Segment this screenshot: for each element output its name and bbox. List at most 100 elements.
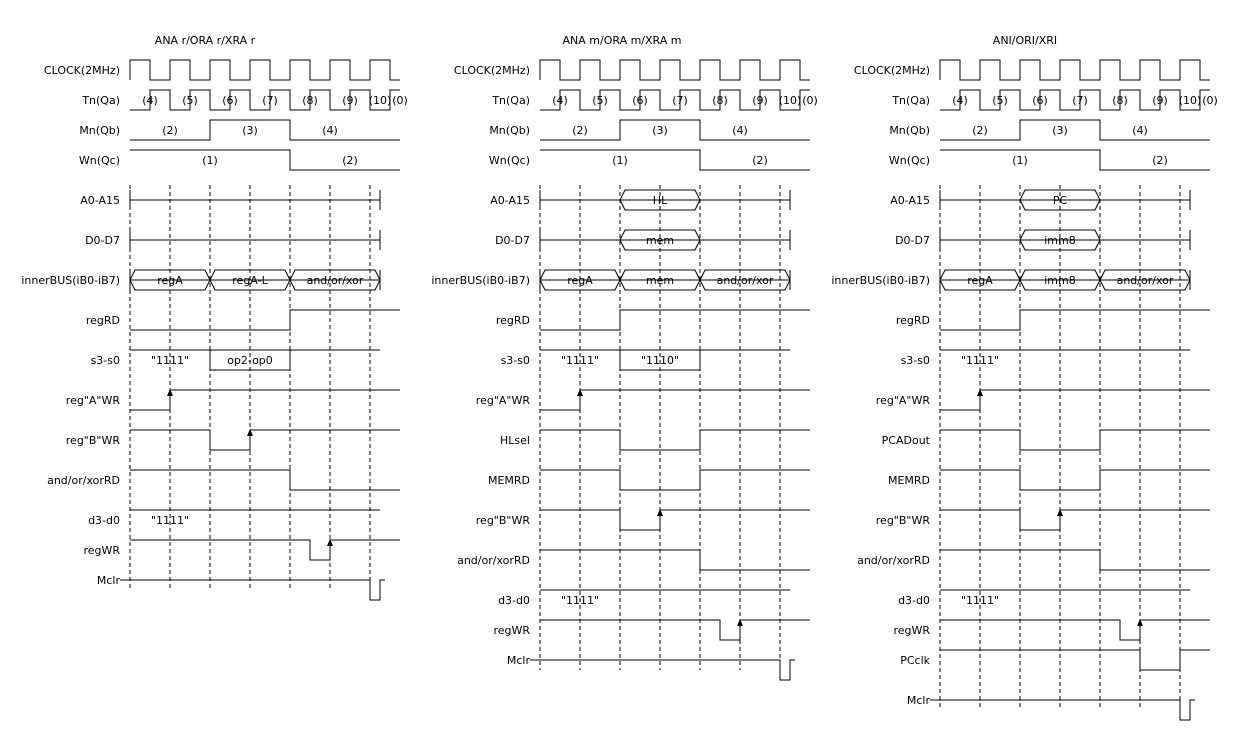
signal-waveform [130,469,400,491]
state-label: (2) [1152,154,1168,167]
grid-lines [129,185,371,590]
signal-label: CLOCK(2MHz) [44,64,120,77]
signal-label: reg"B"WR [476,514,531,527]
bus-value: regA [567,274,593,287]
signal-row: d3-d0"1111" [898,589,1190,607]
state-label: (2) [572,124,588,137]
grid-lines [539,185,781,670]
signal-row: s3-s0"1111" [901,349,1190,367]
state-label: (4) [322,124,338,137]
bus-value: "1111" [561,594,599,607]
signal-waveform [540,309,810,331]
state-label: (8) [1112,94,1128,107]
signal-waveform [940,149,1210,171]
state-label: (3) [242,124,258,137]
signal-label: PCclk [900,654,930,667]
signal-row: d3-d0"1111" [498,589,790,607]
signal-label: A0-A15 [80,194,120,207]
signal-row: regWR [493,619,810,641]
signal-label: reg"A"WR [66,394,121,407]
signal-waveform [540,619,810,641]
signal-row: Wn(Qc)(1)(2) [889,149,1210,171]
signal-waveform [540,89,810,111]
signal-label: reg"B"WR [876,514,931,527]
signal-label: and/or/xorRD [47,474,120,487]
bus-value: and/or/xor [307,274,364,287]
signal-label: HLsel [500,434,530,447]
timing-diagram-1: ANA r/ORA r/XRA rCLOCK(2MHz)Tn(Qa)(4)(5)… [21,34,408,601]
signal-label: regWR [893,624,930,637]
signal-row: s3-s0"1111"op2-op0 [91,349,380,371]
bus-value: "1111" [961,354,999,367]
bus-baseline [539,230,791,250]
signal-waveform [940,509,1210,531]
bus-baseline [939,190,1191,210]
state-label: (2) [972,124,988,137]
rising-edge-arrow [247,429,253,436]
signal-waveform [130,539,400,561]
state-label: (10) [369,94,392,107]
bus-value: and/or/xor [1117,274,1174,287]
signal-waveform [130,89,400,111]
state-label: (5) [182,94,198,107]
signal-waveform [540,429,810,451]
bus-segment [1099,269,1191,291]
state-label: (5) [592,94,608,107]
signal-label: reg"A"WR [476,394,531,407]
bus-value: "1111" [151,514,189,527]
state-label: (4) [1132,124,1148,137]
signal-label: Tn(Qa) [81,94,120,107]
signal-waveform [540,149,810,171]
state-label: (4) [952,94,968,107]
signal-label: Mn(Qb) [889,124,930,137]
rising-edge-arrow [577,389,583,396]
signal-label: PCADout [882,434,931,447]
signal-row: regRD [896,309,1210,331]
state-label: (2) [342,154,358,167]
signal-label: Mclr [907,694,931,707]
bus-segment [699,269,791,291]
signal-label: Mn(Qb) [79,124,120,137]
mclr-waveform [120,579,385,601]
bus-segment [619,229,701,251]
signal-row: Wn(Qc)(1)(2) [489,149,810,171]
state-label: (1) [612,154,628,167]
signal-row: Mclr [507,654,795,681]
signal-waveform [940,389,1210,411]
signal-label: d3-d0 [88,514,120,527]
signal-row: A0-A15 [80,190,381,210]
signal-label: regWR [493,624,530,637]
bus-baseline [539,190,791,210]
signal-row: Tn(Qa)(4)(5)(6)(7)(8)(9)(10)(0) [891,89,1218,111]
signal-label: CLOCK(2MHz) [454,64,530,77]
signal-label: Wn(Qc) [889,154,930,167]
clock-waveform [129,59,400,81]
signal-row: D0-D7 [85,230,381,250]
mclr-waveform [930,699,1195,721]
signal-label: s3-s0 [501,354,530,367]
signal-row: MEMRD [888,469,1210,491]
signal-row: s3-s0"1111""1110" [501,349,790,371]
signal-row: regWR [893,619,1210,641]
signal-row: Mclr [97,574,385,601]
signal-label: CLOCK(2MHz) [854,64,930,77]
timing-diagram-2: ANA m/ORA m/XRA mCLOCK(2MHz)Tn(Qa)(4)(5)… [431,34,818,681]
signal-waveform [940,429,1210,451]
state-label: (8) [712,94,728,107]
signal-row: reg"B"WR [876,509,1210,531]
signal-label: Mn(Qb) [489,124,530,137]
bus-value: imm8 [1044,274,1076,287]
signal-row: Mn(Qb)(2)(3)(4) [889,119,1210,141]
state-label: (7) [672,94,688,107]
state-label: (1) [202,154,218,167]
bus-value: imm8 [1044,234,1076,247]
bus-box [209,350,291,371]
signal-label: innerBUS(iB0-iB7) [21,274,120,287]
signal-waveform [940,89,1210,111]
rising-edge-arrow [977,389,983,396]
